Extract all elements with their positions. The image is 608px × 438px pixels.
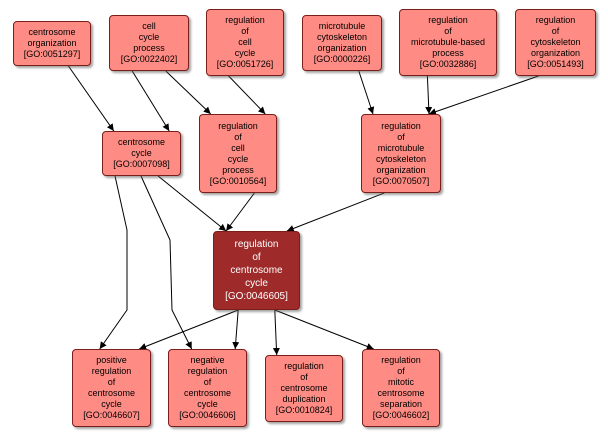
edge-n46605-to-n46607 <box>139 309 239 350</box>
edge-n70507-to-n46605 <box>286 192 385 232</box>
edge-n51726-to-n10564 <box>228 75 266 115</box>
edge-n226-to-n70507 <box>358 70 375 115</box>
node-go-0051493[interactable]: regulation of cytoskeleton organization … <box>515 9 596 76</box>
node-go-0010824[interactable]: regulation of centrosome duplication [GO… <box>265 355 343 422</box>
edge-n7098-to-n46605 <box>157 175 227 232</box>
edge-n22402-to-n10564 <box>165 70 212 115</box>
node-go-0051726[interactable]: regulation of cell cycle [GO:0051726] <box>206 9 284 76</box>
node-go-0000226[interactable]: microtubule cytoskeleton organization [G… <box>302 15 382 71</box>
edge-n10564-to-n46605 <box>225 192 255 232</box>
edge-n22402-to-n7098 <box>131 70 170 132</box>
edge-n51297-to-n7098 <box>67 65 115 132</box>
edge-n7098-to-n46607 <box>99 175 128 350</box>
node-go-0007098[interactable]: centrosome cycle [GO:0007098] <box>102 131 181 176</box>
edge-n46605-to-n46606 <box>232 309 240 350</box>
node-go-0051297[interactable]: centrosome organization [GO:0051297] <box>13 21 91 66</box>
node-go-0022402[interactable]: cell cycle process [GO:0022402] <box>109 15 189 71</box>
edge-n7098-to-n46606 <box>140 175 193 350</box>
node-go-0046606[interactable]: negative regulation of centrosome cycle … <box>168 349 247 427</box>
node-go-0070507[interactable]: regulation of microtubule cytoskeleton o… <box>361 114 441 193</box>
node-go-0046602[interactable]: regulation of mitotic centrosome separat… <box>362 349 440 427</box>
edge-n46605-to-n46602 <box>274 309 374 350</box>
edge-n46605-to-n10824 <box>272 309 280 356</box>
node-go-0046607[interactable]: positive regulation of centrosome cycle … <box>72 349 151 427</box>
edge-n51493-to-n70507 <box>428 75 539 116</box>
edge-n32886-to-n70507 <box>425 75 433 115</box>
node-go-0046605-focus[interactable]: regulation of centrosome cycle [GO:00466… <box>213 231 300 310</box>
node-go-0010564[interactable]: regulation of cell cycle process [GO:001… <box>199 114 277 193</box>
node-go-0032886[interactable]: regulation of microtubule-based process … <box>399 9 497 76</box>
